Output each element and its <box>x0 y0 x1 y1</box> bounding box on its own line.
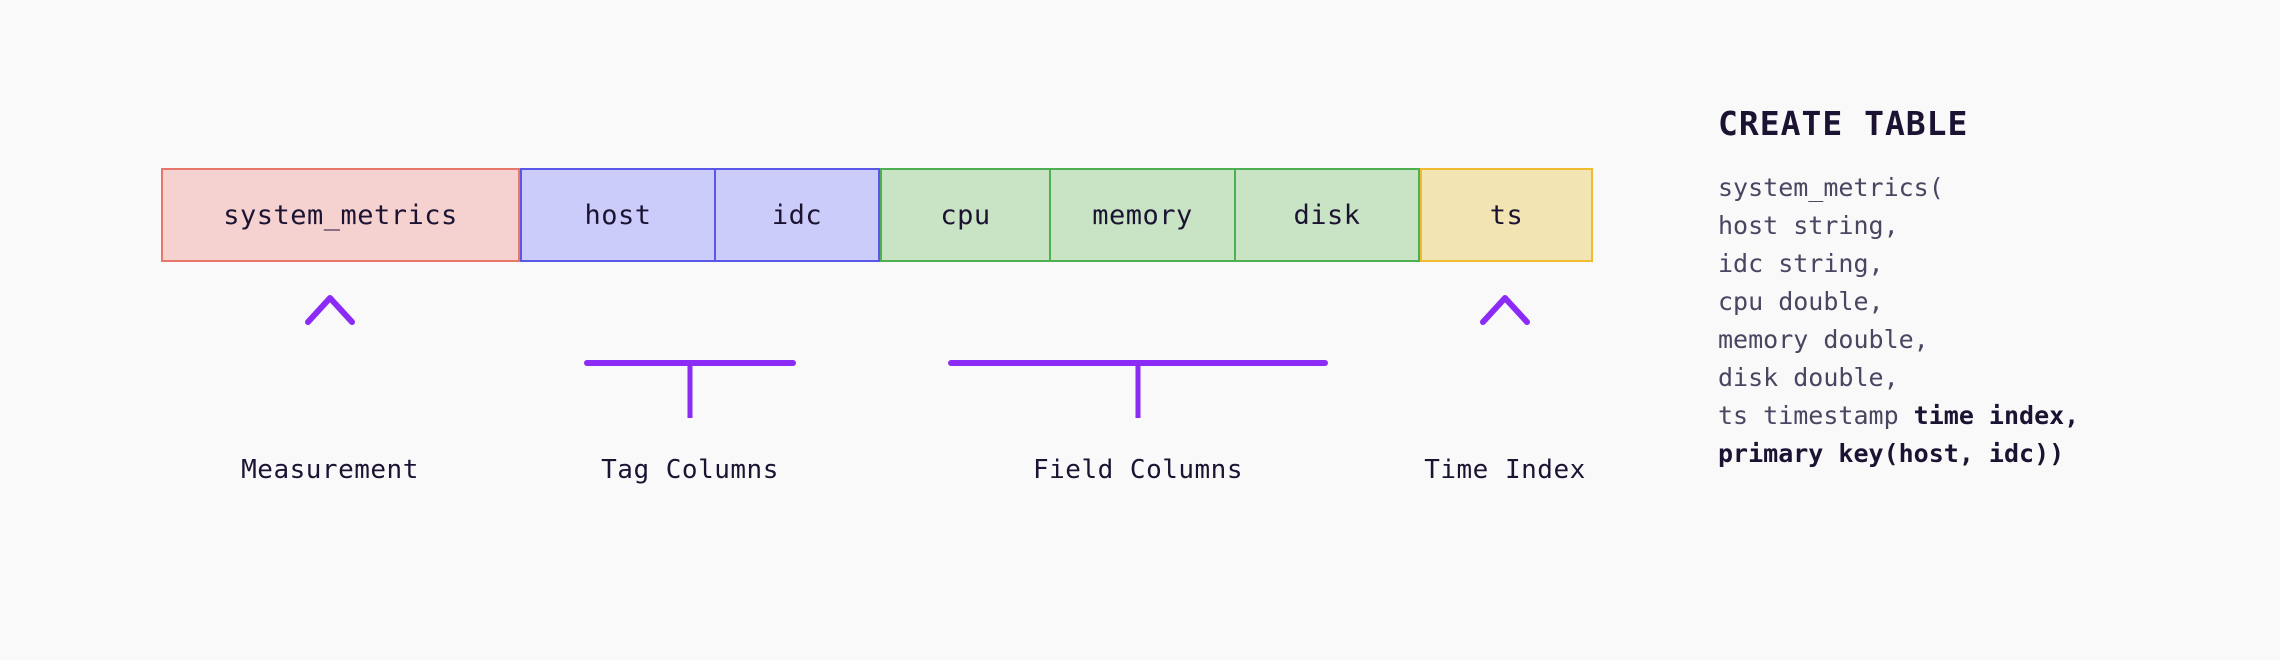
column-box-measurement[interactable]: system_metrics <box>161 168 520 262</box>
column-label: idc <box>771 199 823 231</box>
sql-text: system_metrics( <box>1718 173 1944 202</box>
sql-text: idc string, <box>1718 249 1884 278</box>
measurement-connector-arrow <box>305 295 355 412</box>
column-box-ts[interactable]: ts <box>1420 168 1593 262</box>
sql-keyword: primary key(host, idc)) <box>1718 439 2065 468</box>
label-tag-columns: Tag Columns <box>601 455 779 485</box>
column-label: host <box>584 199 652 231</box>
create-table-line: host string, <box>1718 207 2079 245</box>
sql-text: memory double, <box>1718 325 1929 354</box>
create-table-title: CREATE TABLE <box>1718 104 1969 143</box>
label-field-columns: Field Columns <box>1033 455 1243 485</box>
column-label: memory <box>1092 199 1193 231</box>
column-box-disk[interactable]: disk <box>1235 168 1420 262</box>
column-label: ts <box>1489 199 1524 231</box>
label-measurement: Measurement <box>241 455 419 485</box>
sql-text: ts timestamp <box>1718 401 1914 430</box>
create-table-statement: system_metrics(host string, idc string, cp… <box>1718 169 2079 473</box>
create-table-line: system_metrics( <box>1718 169 2079 207</box>
column-box-idc[interactable]: idc <box>715 168 880 262</box>
sql-keyword: time index, <box>1913 401 2080 430</box>
create-table-line: ts timestamp time index, <box>1718 397 2079 435</box>
column-label: cpu <box>940 199 991 231</box>
create-table-line: memory double, <box>1718 321 2079 359</box>
tag-columns-connector-bracket <box>584 298 796 418</box>
create-table-line: disk double, <box>1718 359 2079 397</box>
column-box-cpu[interactable]: cpu <box>880 168 1050 262</box>
schema-bar: system_metrics host idc cpu memory disk … <box>161 168 1593 262</box>
label-time-index: Time Index <box>1424 455 1586 485</box>
create-table-panel: CREATE TABLE system_metrics(host string,… <box>1718 104 2079 473</box>
column-box-host[interactable]: host <box>520 168 715 262</box>
column-label: system_metrics <box>223 199 458 231</box>
create-table-line: primary key(host, idc)) <box>1718 435 2079 473</box>
sql-text: disk double, <box>1718 363 1899 392</box>
create-table-line: cpu double, <box>1718 283 2079 321</box>
sql-text: cpu double, <box>1718 287 1884 316</box>
field-columns-connector-bracket <box>948 298 1328 418</box>
sql-text: host string, <box>1718 211 1899 240</box>
create-table-line: idc string, <box>1718 245 2079 283</box>
column-label: disk <box>1293 199 1361 231</box>
time-index-connector-arrow <box>1480 295 1530 412</box>
column-box-memory[interactable]: memory <box>1050 168 1235 262</box>
